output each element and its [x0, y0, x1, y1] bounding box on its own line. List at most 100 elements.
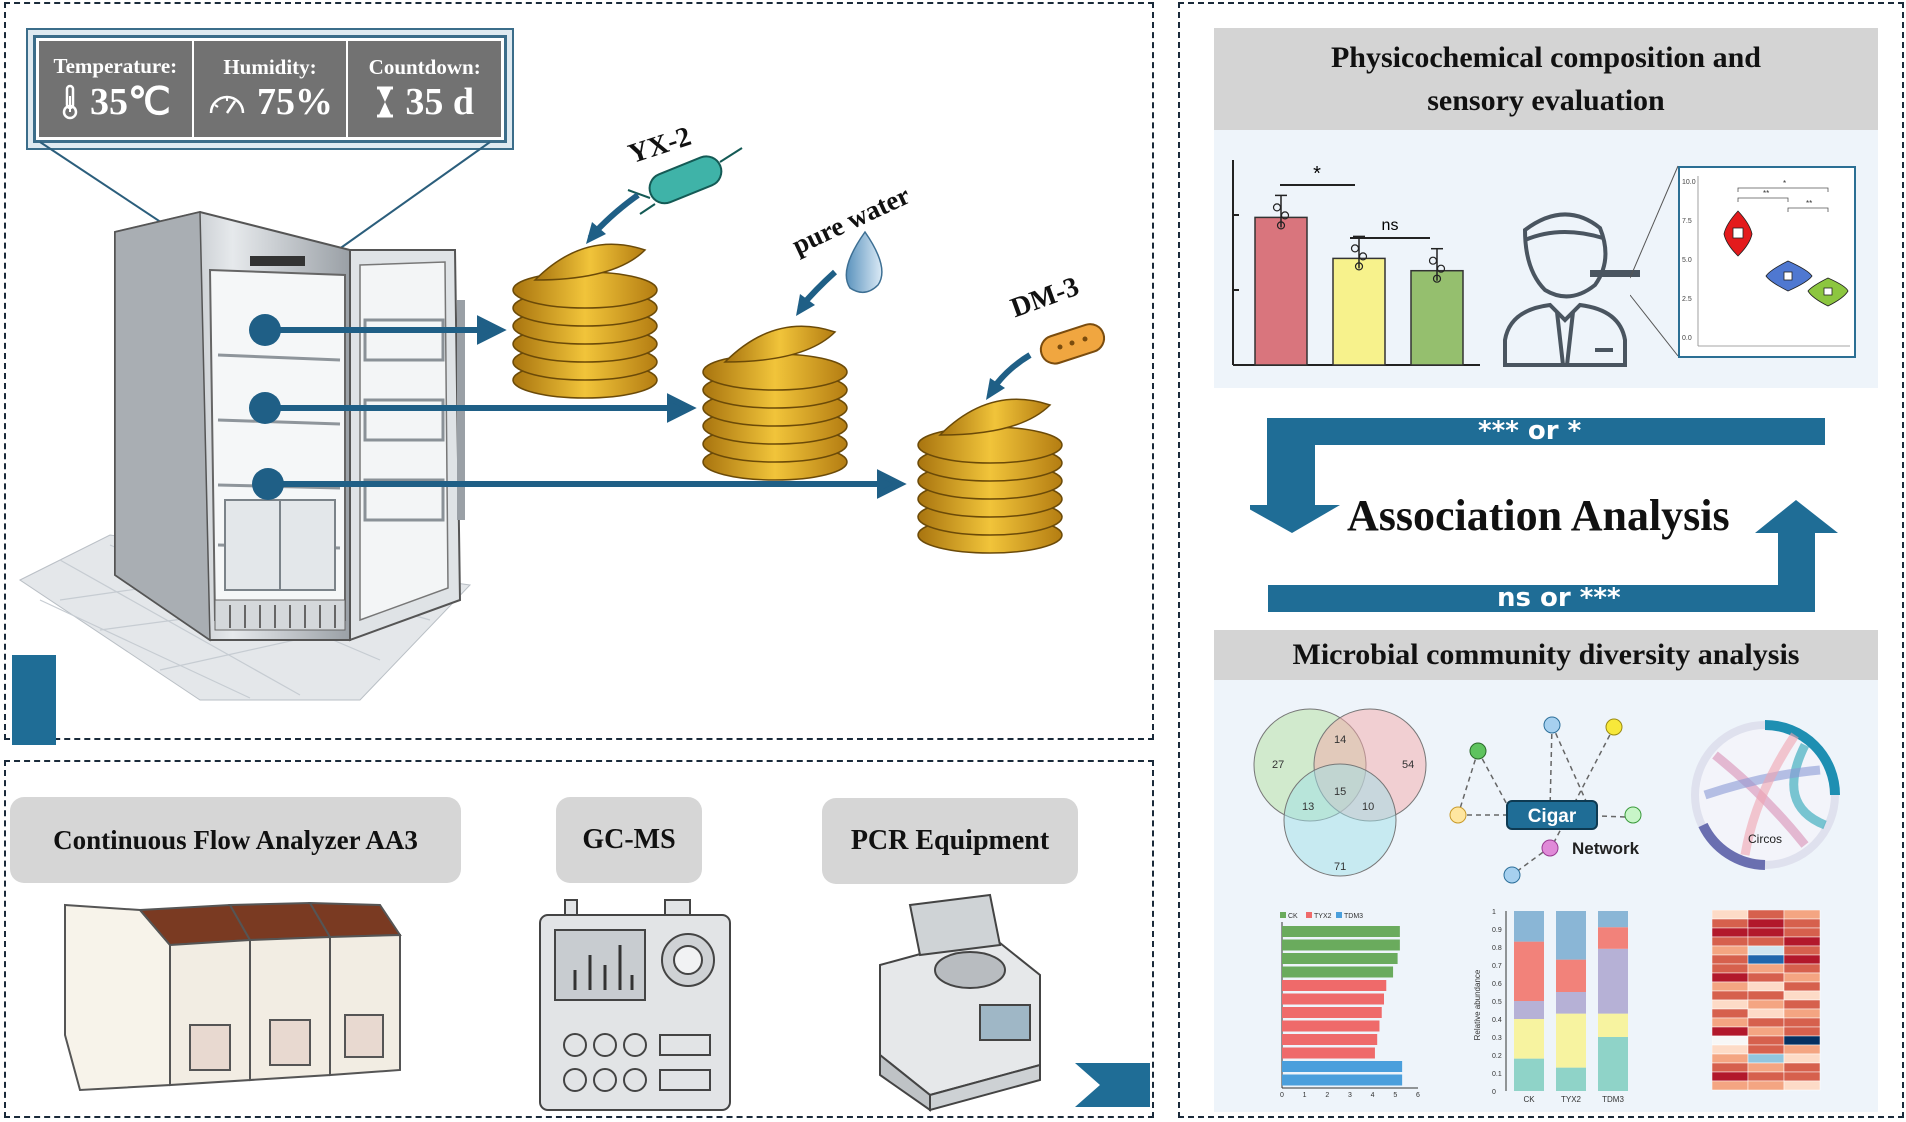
smoker-evaluator-icon: [1503, 212, 1640, 367]
lefse-bar: [1282, 1007, 1382, 1018]
data-point: [1354, 262, 1364, 271]
bacterium-yx2-icon: [627, 147, 743, 215]
heatmap-cell: [1783, 1062, 1821, 1073]
heatmap-cell: [1783, 936, 1821, 947]
heatmap-cell: [1747, 1044, 1785, 1055]
svg-text:13: 13: [1302, 801, 1314, 813]
heatmap-cell: [1747, 1062, 1785, 1073]
data-point: [1272, 203, 1282, 212]
pcr-label: PCR Equipment: [822, 798, 1078, 884]
circos-plot: Circos: [1691, 720, 1840, 870]
stack-y-tick: 0.9: [1492, 927, 1502, 934]
heatmap-cell: [1712, 1071, 1749, 1082]
heatmap-cell: [1747, 1035, 1785, 1046]
heatmap: [1712, 910, 1821, 1091]
circos-label: Circos: [1748, 832, 1782, 846]
lefse-bar: [1282, 939, 1400, 951]
heatmap-cell: [1747, 990, 1785, 1001]
sensory-bar: [1410, 269, 1464, 366]
zoom-lines: [1630, 165, 1679, 357]
svg-text:14: 14: [1334, 734, 1346, 746]
stack-x-label: TYX2: [1561, 1095, 1582, 1104]
svg-text:54: 54: [1402, 759, 1414, 771]
tobacco-stack-2: [702, 325, 848, 481]
water-drop-icon: [845, 230, 883, 294]
heatmap-cell: [1747, 945, 1785, 956]
svg-text:TDM3: TDM3: [1344, 913, 1363, 920]
heatmap-cell: [1712, 1044, 1749, 1055]
heatmap-cell: [1747, 999, 1785, 1010]
hbar-axis-tick: 0: [1280, 1092, 1284, 1099]
data-point: [1280, 211, 1290, 220]
heatmap-cell: [1783, 945, 1821, 956]
heatmap-cell: [1712, 1008, 1749, 1019]
heatmap-cell: [1783, 1035, 1821, 1046]
stack-y-tick: 0.4: [1492, 1017, 1502, 1024]
heatmap-cell: [1783, 1080, 1821, 1091]
flow-analyzer-icon: [64, 901, 402, 1092]
svg-text:10: 10: [1362, 801, 1374, 813]
svg-text:**: **: [1806, 199, 1812, 208]
stack-y-tick: 0.7: [1492, 963, 1502, 970]
physico-title-line1: Physicochemical composition and: [1330, 40, 1761, 74]
countdown-label: Countdown:: [368, 54, 481, 79]
lefse-bar: [1282, 966, 1394, 978]
sensory-bar-chart: * ns: [1232, 160, 1480, 366]
heatmap-cell: [1712, 954, 1749, 965]
data-point: [1436, 264, 1446, 273]
venn-diagram: 27 54 71 14 13 10 15: [1253, 708, 1427, 877]
heatmap-cell: [1747, 972, 1785, 983]
hbar-axis-tick: 2: [1325, 1092, 1329, 1099]
stack-y-tick: 0.5: [1492, 999, 1502, 1006]
heatmap-cell: [1783, 963, 1821, 974]
data-point: [1350, 244, 1360, 253]
instrument-illustrations: [64, 893, 1150, 1112]
heatmap-cell: [1712, 1017, 1749, 1028]
heatmap-cell: [1783, 1053, 1821, 1064]
top-association-arrow: [1250, 418, 1825, 533]
sensory-bar: [1254, 216, 1308, 366]
heatmap-cell: [1783, 999, 1821, 1010]
heatmap-cell: [1712, 936, 1749, 947]
bottom-association-arrow: [1268, 500, 1838, 612]
heatmap-cell: [1747, 1008, 1785, 1019]
stack-segment: [1514, 941, 1544, 1001]
stack-segment: [1556, 911, 1586, 960]
cfa-label: Continuous Flow Analyzer AA3: [10, 797, 461, 883]
data-point: [1432, 274, 1442, 283]
heatmap-cell: [1747, 954, 1785, 965]
stack-y-tick: 0: [1492, 1089, 1496, 1096]
microbial-title: Microbial community diversity analysis: [1214, 630, 1878, 680]
network-center-label: Cigar: [1528, 806, 1577, 827]
heatmap-cell: [1783, 1008, 1821, 1019]
stack-y-tick: 0.8: [1492, 945, 1502, 952]
data-point: [1358, 252, 1368, 261]
heatmap-cell: [1712, 945, 1749, 956]
heatmap-cell: [1712, 999, 1749, 1010]
tobacco-stack-3: [917, 398, 1063, 554]
stack-segment: [1598, 1013, 1628, 1037]
stack-segment: [1514, 1001, 1544, 1019]
stacked-abundance-chart: Relative abundance 10.90.80.70.60.50.40.…: [1473, 909, 1628, 1104]
heatmap-cell: [1747, 1017, 1785, 1028]
heatmap-cell: [1783, 1026, 1821, 1037]
svg-text:27: 27: [1272, 759, 1284, 771]
svg-text:CK: CK: [1288, 913, 1298, 920]
heatmap-cell: [1747, 1071, 1785, 1082]
svg-text:15: 15: [1334, 786, 1346, 798]
heatmap-cell: [1783, 1017, 1821, 1028]
heatmap-cell: [1712, 910, 1749, 920]
gcms-icon: [539, 899, 731, 1111]
svg-text:*: *: [1783, 179, 1786, 188]
association-analysis-title: Association Analysis: [1347, 491, 1730, 540]
data-point: [1428, 256, 1438, 265]
sensory-bar: [1332, 257, 1386, 366]
stack-y-tick: 0.1: [1492, 1071, 1502, 1078]
heatmap-cell: [1712, 972, 1749, 983]
signif-star: *: [1313, 163, 1321, 185]
association-arrows: [1250, 418, 1838, 612]
heatmap-cell: [1783, 972, 1821, 983]
incubation-panel: [4, 2, 1154, 740]
lefse-bar: [1282, 1020, 1380, 1032]
